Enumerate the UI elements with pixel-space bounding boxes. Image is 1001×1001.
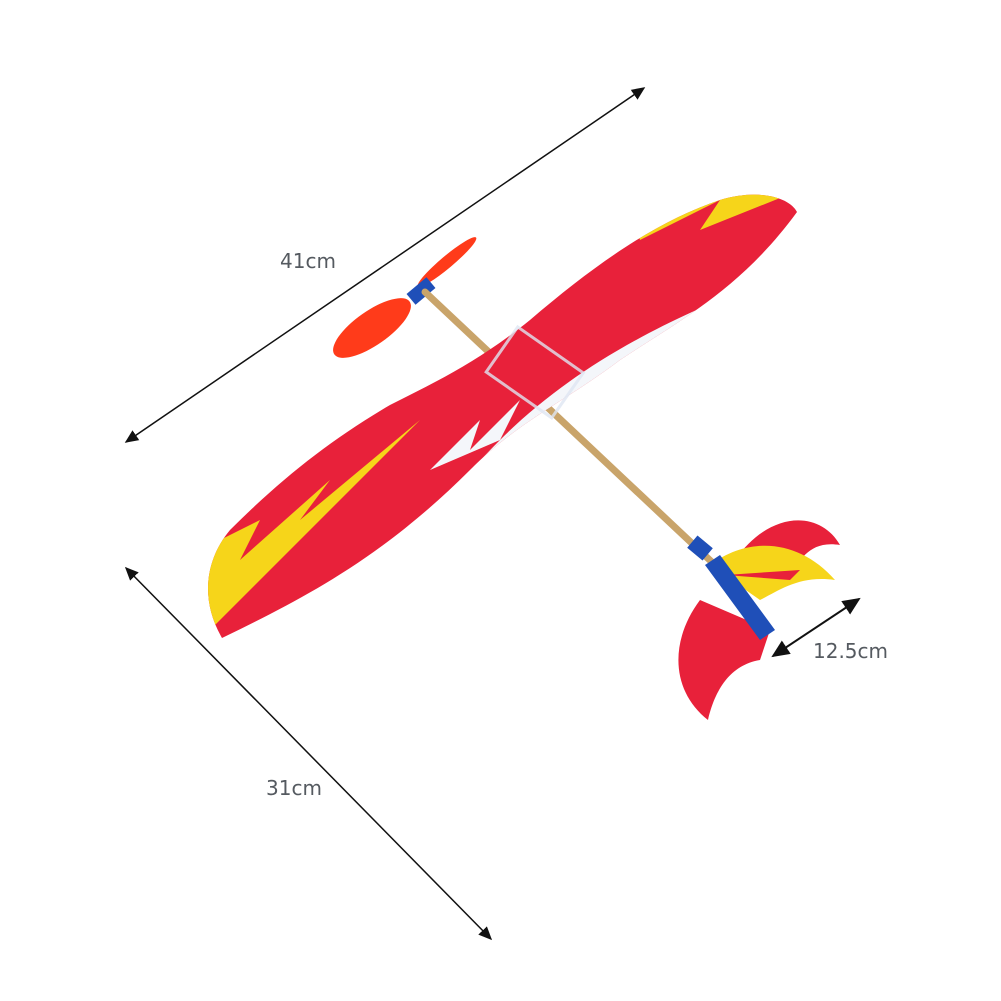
- length-arrow: [124, 566, 493, 941]
- tail-width-label: 12.5cm: [813, 639, 889, 663]
- wingspan-label: 41cm: [280, 249, 336, 273]
- tail-width-arrow: [771, 597, 861, 658]
- fuselage-stick: [421, 288, 719, 569]
- propeller: [333, 237, 477, 358]
- rubber-band: [484, 324, 586, 420]
- wingspan-arrow: [124, 87, 646, 443]
- tail: [678, 520, 840, 720]
- length-label: 31cm: [266, 776, 322, 800]
